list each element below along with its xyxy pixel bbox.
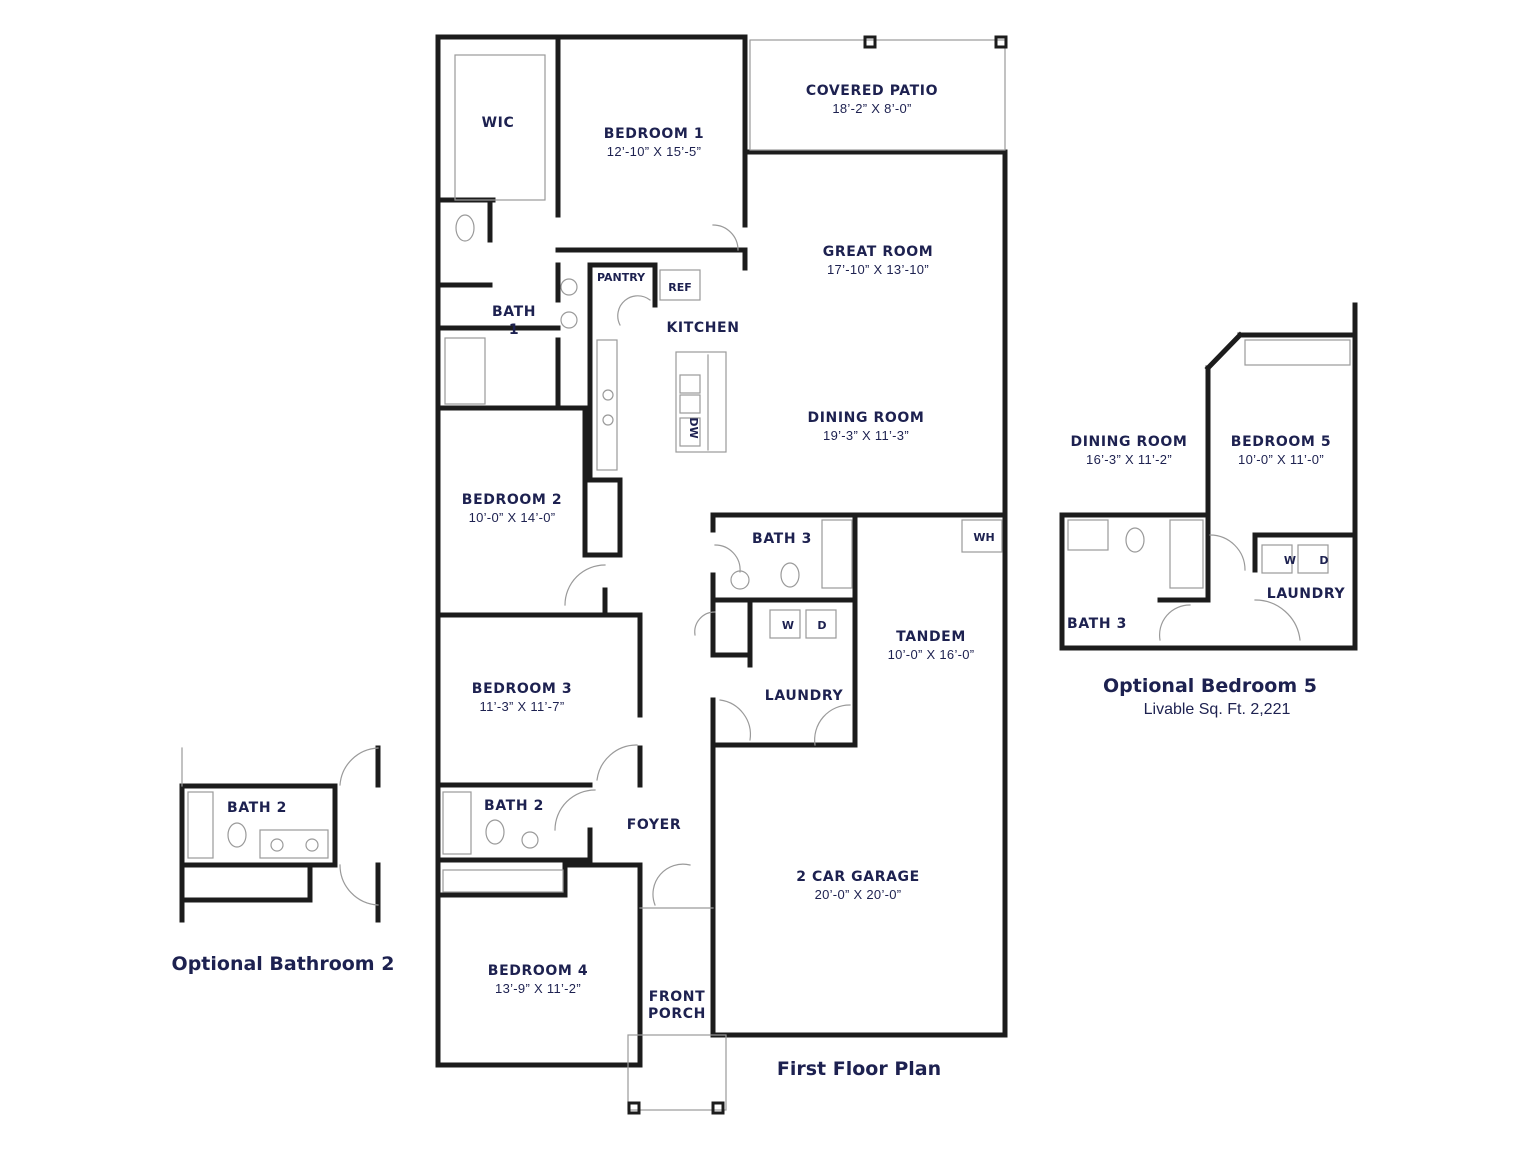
optional-bedroom5-fixtures: [1067, 339, 1351, 641]
label-front-porch: FRONT: [649, 989, 706, 1005]
dims-bedroom2: 10’-0” X 14’-0”: [469, 510, 556, 525]
label-foyer: FOYER: [627, 817, 681, 833]
label-front-porch-2: PORCH: [648, 1006, 706, 1022]
dims-bedroom4: 13’-9” X 11’-2”: [495, 981, 581, 996]
label-kitchen: KITCHEN: [666, 320, 739, 336]
label-opt-washer: W: [1284, 554, 1296, 567]
label-bath2: BATH 2: [484, 798, 544, 814]
label-water-heater: WH: [973, 531, 994, 544]
label-laundry: LAUNDRY: [765, 688, 844, 704]
label-garage: 2 CAR GARAGE: [796, 869, 920, 885]
label-wic: WIC: [482, 115, 515, 131]
label-opt-bath2: BATH 2: [227, 800, 287, 816]
label-dishwasher: DW: [687, 417, 700, 438]
dims-opt-bedroom5: 10’-0” X 11’-0”: [1238, 452, 1324, 467]
label-bedroom4: BEDROOM 4: [488, 963, 588, 979]
label-opt-laundry: LAUNDRY: [1267, 586, 1346, 602]
dims-covered-patio: 18’-2” X 8’-0”: [832, 101, 911, 116]
label-dining-room: DINING ROOM: [808, 410, 925, 426]
label-bath1-number: 1: [509, 322, 519, 338]
label-pantry: PANTRY: [597, 271, 646, 284]
dims-tandem: 10’-0” X 16’-0”: [888, 647, 975, 662]
label-covered-patio: COVERED PATIO: [806, 83, 938, 99]
label-opt-bedroom5: BEDROOM 5: [1231, 434, 1331, 450]
label-dryer: D: [817, 619, 826, 632]
label-great-room: GREAT ROOM: [823, 244, 934, 260]
label-tandem: TANDEM: [896, 629, 966, 645]
label-ref: REF: [668, 281, 692, 294]
dims-bedroom1: 12’-10” X 15’-5”: [607, 144, 701, 159]
label-bath3: BATH 3: [752, 531, 812, 547]
subcaption-livable-sqft: Livable Sq. Ft. 2,221: [1144, 701, 1291, 718]
label-bedroom3: BEDROOM 3: [472, 681, 572, 697]
dims-great-room: 17’-10” X 13’-10”: [827, 262, 929, 277]
dims-opt-dining-room: 16’-3” X 11’-2”: [1086, 452, 1172, 467]
label-washer: W: [782, 619, 794, 632]
optional-bathroom2-walls: [179, 745, 381, 923]
dims-garage: 20’-0” X 20’-0”: [815, 887, 902, 902]
dims-bedroom3: 11’-3” X 11’-7”: [480, 699, 565, 714]
label-bedroom1: BEDROOM 1: [604, 126, 704, 142]
caption-optional-bathroom2: Optional Bathroom 2: [172, 953, 395, 975]
label-opt-dining-room: DINING ROOM: [1071, 434, 1188, 450]
label-opt-dryer: D: [1319, 554, 1328, 567]
optional-bedroom5-walls: [1059, 302, 1358, 651]
optional-bathroom2-fixtures: [181, 747, 379, 906]
label-bath1: BATH: [492, 304, 536, 320]
main-plan-thin-lines: [442, 39, 1006, 1111]
caption-first-floor-plan: First Floor Plan: [777, 1058, 941, 1080]
caption-optional-bedroom5: Optional Bedroom 5: [1103, 675, 1317, 697]
dims-dining-room: 19’-3” X 11’-3”: [823, 428, 909, 443]
label-opt-bath3: BATH 3: [1067, 616, 1127, 632]
main-plan-walls: [435, 34, 1008, 1068]
posts: [627, 35, 1008, 1115]
label-bedroom2: BEDROOM 2: [462, 492, 562, 508]
